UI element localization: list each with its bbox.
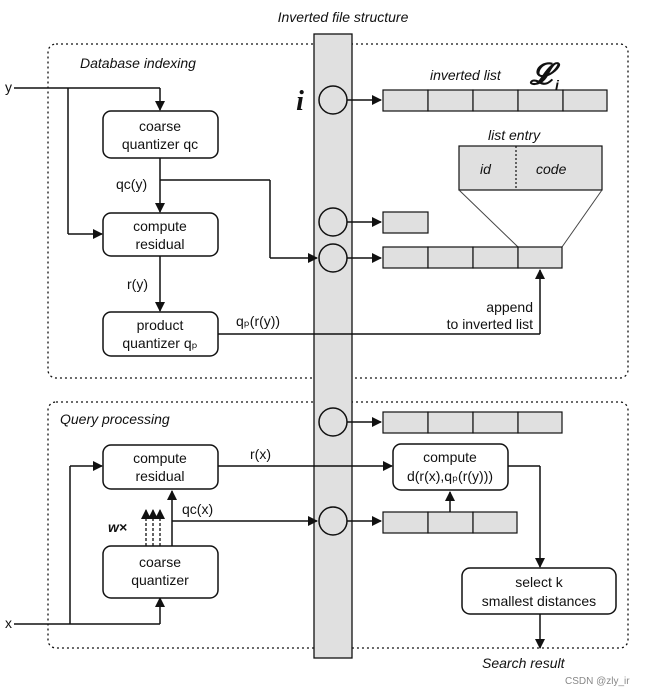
index-node-d <box>318 506 348 536</box>
select-k-line2: smallest distances <box>482 593 596 609</box>
qc-y-label: qᴄ(y) <box>116 176 147 192</box>
index-node-a <box>318 207 348 237</box>
input-y-label: y <box>5 79 12 95</box>
entry-zoom-right <box>561 189 603 248</box>
w-times-label: w× <box>108 519 127 535</box>
coarse-quantizer-line2: quantizer qᴄ <box>122 136 198 152</box>
coarse-quantizer-line1: coarse <box>139 118 181 134</box>
compute-residual-top-line1: compute <box>133 218 187 234</box>
append-label-1: append <box>486 299 533 315</box>
qp-ry-label: qₚ(r(y)) <box>236 313 280 329</box>
compute-residual-top-line2: residual <box>135 236 184 252</box>
select-k-box <box>461 567 617 615</box>
inverted-list-subscript: i <box>555 77 560 93</box>
compute-residual-bottom-line1: compute <box>133 450 187 466</box>
input-x-label: x <box>5 615 12 631</box>
compute-distance-line2: d(r(x),qₚ(r(y))) <box>407 468 493 484</box>
list-entry-box <box>458 145 603 191</box>
index-node-i <box>318 85 348 115</box>
list-entry-code: code <box>536 161 567 177</box>
inverted-list-label: inverted list <box>430 67 502 83</box>
database-indexing-label: Database indexing <box>80 55 196 71</box>
inverted-list-top <box>382 89 608 112</box>
diagram-title: Inverted file structure <box>278 9 409 25</box>
watermark: CSDN @zly_ir <box>565 676 630 687</box>
search-result-label: Search result <box>482 655 566 671</box>
coarse-quantizer-bottom-line2: quantizer <box>131 572 189 588</box>
qc-x-label: qᴄ(x) <box>182 501 213 517</box>
r-x-label: r(x) <box>250 446 271 462</box>
index-node-b <box>318 243 348 273</box>
compute-residual-bottom-box <box>102 444 219 490</box>
entry-zoom-left <box>458 189 519 248</box>
query-processing-label: Query processing <box>60 411 170 427</box>
inverted-list-a <box>382 211 429 234</box>
compute-distance-box <box>392 443 509 491</box>
index-i-label: i <box>296 86 304 117</box>
inverted-list-b <box>382 246 563 269</box>
list-entry-label: list entry <box>488 127 541 143</box>
product-quantizer-line1: product <box>137 317 184 333</box>
inverted-file-bar <box>313 33 353 659</box>
append-label-2: to inverted list <box>447 316 533 332</box>
compute-distance-line1: compute <box>423 449 477 465</box>
list-entry-id: id <box>480 161 492 177</box>
r-y-label: r(y) <box>127 276 148 292</box>
index-node-c <box>318 407 348 437</box>
select-k-line1: select k <box>515 574 563 590</box>
coarse-quantizer-bottom-line1: coarse <box>139 554 181 570</box>
compute-residual-bottom-line2: residual <box>135 468 184 484</box>
inverted-list-d <box>382 511 518 534</box>
product-quantizer-line2: quantizer qₚ <box>122 335 197 351</box>
inverted-list-c <box>382 411 563 434</box>
